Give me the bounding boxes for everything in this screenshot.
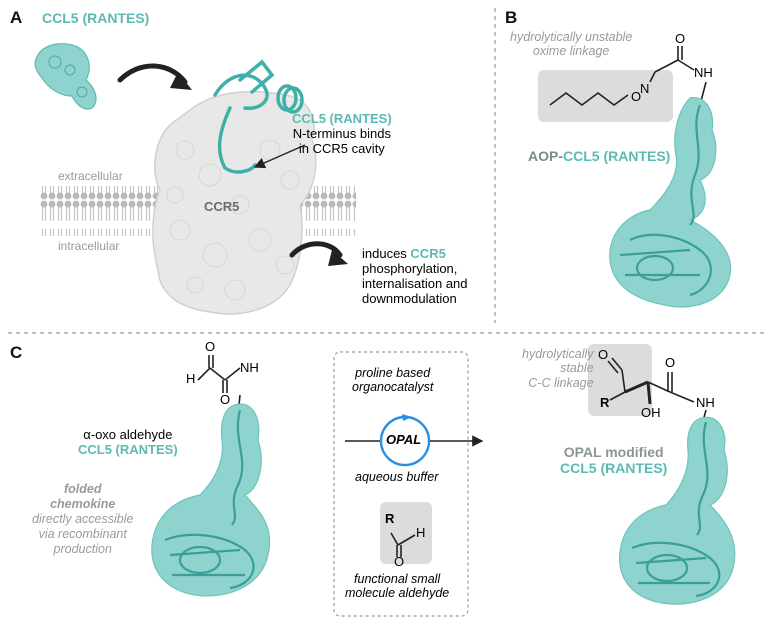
oxime-note-line2: oxime linkage <box>532 44 610 59</box>
aop-ccl5-ribbon <box>619 104 712 297</box>
panel-label-c: C <box>10 343 23 362</box>
c-atom-o-top: O <box>205 339 216 354</box>
panel-label-b: B <box>505 8 518 27</box>
prod-atom-o-aldehyde: O <box>598 347 609 362</box>
prod-atom-oh: OH <box>641 405 661 420</box>
ccl5-ribbon-bound <box>213 59 304 174</box>
binding-line1: N-terminus binds <box>292 125 391 141</box>
small-aldehyde-o: O <box>394 554 405 569</box>
small-molecule-annotation: functional small molecule aldehyde <box>345 572 449 601</box>
oxime-note-line1: hydrolytically unstable <box>510 30 633 44</box>
catalyst-line2: organocatalyst <box>352 380 434 395</box>
aop-ccl5-label: AOP-CCL5 (RANTES) <box>528 148 670 164</box>
stable-line3: C-C linkage <box>528 375 594 390</box>
opal-modified-annotation: OPAL modified CCL5 (RANTES) <box>560 444 667 476</box>
induces-ccr5: CCR5 <box>410 246 446 261</box>
opal-label: OPAL <box>386 432 422 447</box>
c-atom-o-bottom: O <box>220 392 231 407</box>
small-aldehyde-r: R <box>385 511 395 526</box>
folded-line2: chemokine <box>50 497 116 511</box>
prod-atom-nh: NH <box>696 395 715 410</box>
ccl5-ribbon-left <box>164 409 255 590</box>
induces-pre: induces <box>362 246 411 261</box>
oxime-highlight-box <box>538 70 673 122</box>
modified-line1: OPAL modified <box>563 444 664 460</box>
atom-o-ether: O <box>631 89 642 104</box>
atom-o-carbonyl: O <box>675 31 686 46</box>
atom-nh: NH <box>694 65 713 80</box>
binding-line2: in CCR5 cavity <box>298 140 385 156</box>
opal-cycle-arrowhead <box>402 414 412 421</box>
alpha-oxo-label: α-oxo aldehyde <box>83 427 173 442</box>
aqueous-buffer-label: aqueous buffer <box>355 470 439 484</box>
arrow-induces <box>289 241 343 258</box>
aop-prefix: AOP- <box>528 148 563 164</box>
folded-line5: production <box>53 542 112 556</box>
ccr5-label: CCR5 <box>204 199 240 214</box>
small-line1: functional small <box>354 572 441 586</box>
opal-ccl5-ribbon <box>631 421 721 598</box>
intracellular-label: intracellular <box>58 239 120 253</box>
c-atom-h: H <box>186 371 196 386</box>
pointer-to-cavity <box>253 144 306 169</box>
cc-linkage-highlight-box <box>588 344 652 416</box>
catalyst-annotation: proline based organocatalyst <box>352 366 433 395</box>
folded-line1: folded <box>63 482 102 496</box>
ccl5-small-protein <box>34 43 97 110</box>
receptor-texture <box>166 139 300 301</box>
alpha-oxo-annotation: α-oxo aldehyde CCL5 (RANTES) <box>78 427 178 458</box>
aldehyde-highlight-box <box>380 502 432 564</box>
induces-line2: phosphorylation, <box>362 260 458 276</box>
induces-line3: internalisation and <box>362 275 468 291</box>
ccl5-small-texture <box>48 55 88 98</box>
small-aldehyde-h: H <box>416 525 426 540</box>
aop-protein-name: CCL5 (RANTES) <box>563 148 671 164</box>
stable-linkage-note: hydrolytically stable C-C linkage <box>522 347 594 390</box>
prod-atom-r: R <box>600 395 610 410</box>
alpha-oxo-protein: CCL5 (RANTES) <box>78 441 178 457</box>
folded-line4: via recombinant <box>38 527 127 541</box>
small-line2: molecule aldehyde <box>345 586 450 601</box>
modified-line2: CCL5 (RANTES) <box>560 460 668 477</box>
pentyl-chain <box>549 92 629 106</box>
arrow-induces-head <box>328 250 348 266</box>
stable-line1: hydrolytically <box>522 347 594 361</box>
catalyst-line1: proline based <box>355 366 431 380</box>
folded-line3: directly accessible <box>32 512 134 526</box>
ccl5-small-label: CCL5 (RANTES) <box>42 10 150 26</box>
atom-n-oxime: N <box>640 81 650 96</box>
induces-line4: downmodulation <box>362 290 457 306</box>
extracellular-label: extracellular <box>58 169 123 183</box>
arrow-binding-head <box>170 72 192 90</box>
panel-label-a: A <box>10 8 23 27</box>
oxime-note: hydrolytically unstable oxime linkage <box>510 30 632 59</box>
induces-line1: induces CCR5 <box>362 246 468 262</box>
membrane-left <box>40 186 160 236</box>
stable-line2: stable <box>560 361 594 376</box>
reaction-box <box>333 351 469 617</box>
folded-chemokine-note: folded chemokine directly accessible via… <box>32 482 133 557</box>
induces-annotation: induces CCR5 phosphorylation, internalis… <box>362 246 468 307</box>
prod-atom-o-amide: O <box>665 355 676 370</box>
c-atom-nh: NH <box>240 360 259 375</box>
binding-title: CCL5 (RANTES) <box>292 111 392 126</box>
binding-annotation: CCL5 (RANTES) N-terminus binds in CCR5 c… <box>292 111 392 157</box>
